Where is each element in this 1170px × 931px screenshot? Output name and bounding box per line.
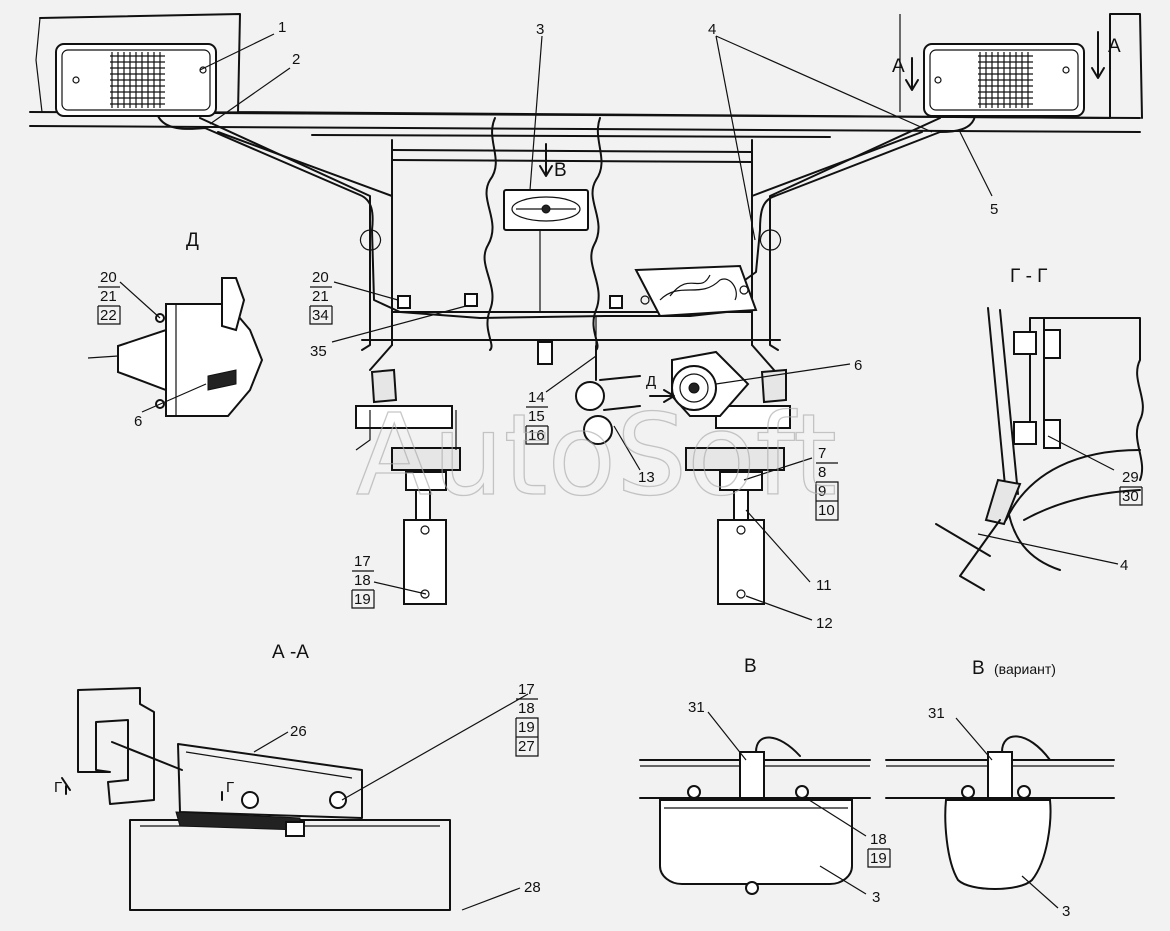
arrow-a-left-label: А xyxy=(892,56,905,77)
callout-17-m: 17 xyxy=(354,553,371,570)
callout-18-m: 18 xyxy=(354,572,371,589)
callout-20-d: 20 xyxy=(100,269,117,286)
callouts: 1 2 3 4 5 6 6 20 21 22 20 21 34 35 14 15… xyxy=(97,19,1143,920)
callout-20-m: 20 xyxy=(312,269,329,286)
break-lines xyxy=(483,117,603,351)
callout-5: 5 xyxy=(990,201,998,218)
callout-28: 28 xyxy=(524,879,541,896)
view-v xyxy=(639,736,871,895)
callout-31-v: 31 xyxy=(688,699,705,716)
view-d-title: Д xyxy=(186,230,199,251)
callout-21-m: 21 xyxy=(312,288,329,305)
callout-7: 7 xyxy=(818,445,826,462)
callout-30: 30 xyxy=(1122,488,1139,505)
right-side-lamp xyxy=(923,43,1085,117)
callout-12: 12 xyxy=(816,615,833,632)
callout-19-aa: 19 xyxy=(518,719,535,736)
callout-18-aa: 18 xyxy=(518,700,535,717)
callout-29: 29 xyxy=(1122,469,1139,486)
arrow-d-label: Д xyxy=(646,373,656,390)
view-v-title: В xyxy=(744,656,757,677)
callout-13: 13 xyxy=(638,469,655,486)
view-v-variant xyxy=(885,735,1115,890)
callout-21-d: 21 xyxy=(100,288,117,305)
callout-18-v: 18 xyxy=(870,831,887,848)
callout-10: 10 xyxy=(818,502,835,519)
callout-3-v: 3 xyxy=(872,889,880,906)
view-v-variant-letter: В xyxy=(972,658,985,679)
callout-3-vv: 3 xyxy=(1062,903,1070,920)
left-side-lamp xyxy=(55,43,217,117)
callout-26: 26 xyxy=(290,723,307,740)
callout-4-gg: 4 xyxy=(1120,557,1128,574)
section-gg xyxy=(935,307,1144,591)
callout-19-m: 19 xyxy=(354,591,371,608)
section-gg-title: Г - Г xyxy=(1010,266,1047,287)
clip-row xyxy=(397,293,623,365)
callout-6-main: 6 xyxy=(854,357,862,374)
lamp-lens-stripes-right xyxy=(978,52,1033,108)
view-d xyxy=(87,277,264,417)
callout-31-vv: 31 xyxy=(928,705,945,722)
callout-14: 14 xyxy=(528,389,545,406)
section-aa xyxy=(77,687,451,911)
callout-15: 15 xyxy=(528,408,545,425)
sensor-13 xyxy=(575,345,641,445)
callout-16: 16 xyxy=(528,427,545,444)
leader-lines xyxy=(119,33,1119,911)
arrow-g-left-label: Г xyxy=(54,779,62,796)
callout-27-aa: 27 xyxy=(518,738,535,755)
callout-8: 8 xyxy=(818,464,826,481)
callout-3: 3 xyxy=(536,21,544,38)
lamp-lens-stripes xyxy=(110,52,165,108)
titles: Д Г - Г А -А В В (вариант) А А В Д Г Г xyxy=(54,36,1121,796)
arrow-a-right-label: А xyxy=(1108,36,1121,57)
sound-signal-top xyxy=(503,189,589,231)
view-v-variant-note: (вариант) xyxy=(994,661,1056,677)
callout-2: 2 xyxy=(292,51,300,68)
section-arrows xyxy=(61,31,1105,801)
callout-6-d: 6 xyxy=(134,413,142,430)
callout-4: 4 xyxy=(708,21,716,38)
reverse-signal-6 xyxy=(671,350,750,417)
arrow-v-label: В xyxy=(554,160,567,181)
callout-11: 11 xyxy=(816,577,832,594)
callout-17-aa: 17 xyxy=(518,681,535,698)
left-bracket xyxy=(355,368,461,605)
callout-34-m: 34 xyxy=(312,307,329,324)
relay-block xyxy=(634,264,758,318)
callout-19-v: 19 xyxy=(870,850,887,867)
right-bracket xyxy=(685,368,791,605)
callout-35: 35 xyxy=(310,343,327,360)
watermark: AutoSoft xyxy=(356,391,837,521)
callout-22-d: 22 xyxy=(100,307,117,324)
section-aa-title: А -А xyxy=(272,642,309,663)
arrow-g-right-label: Г xyxy=(226,779,234,796)
cross-member xyxy=(199,117,941,371)
callout-1: 1 xyxy=(278,19,286,36)
callout-9: 9 xyxy=(818,483,826,500)
